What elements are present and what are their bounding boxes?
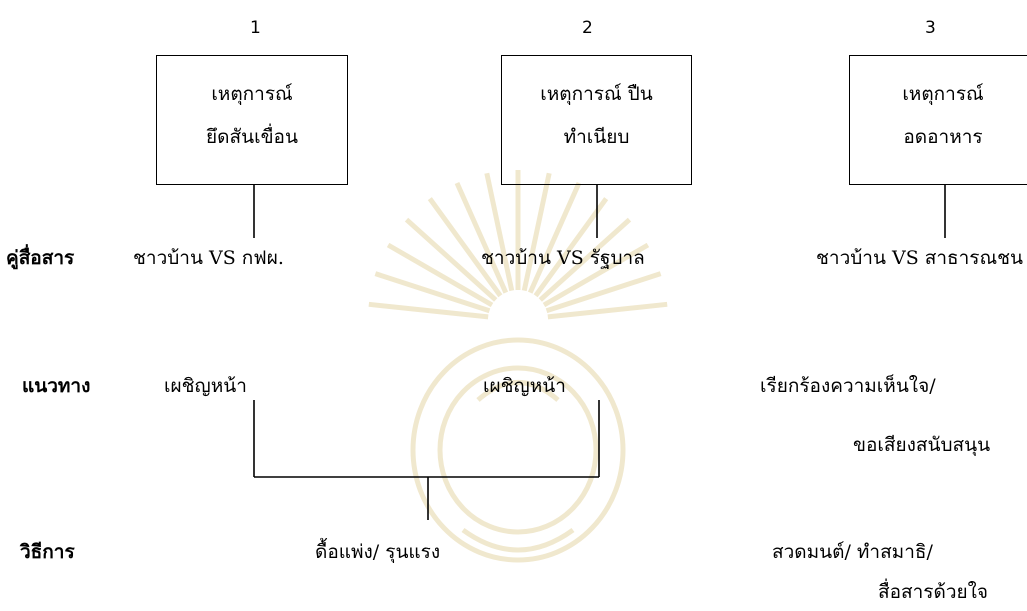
event-box-2: เหตุการณ์ ปืน ทำเนียบ [501,55,692,185]
communicators-value-3: ชาวบ้าน VS สาธารณชน [816,247,1024,269]
approach-value-1: เผชิญหน้า [164,375,247,397]
event-box-1: เหตุการณ์ ยึดสันเขื่อน [156,55,348,185]
watermark-rays [368,170,668,320]
method-value-1: ดื้อแพ่ง/ รุนแรง [315,541,441,563]
row-label-method: วิธีการ [20,541,75,563]
communicators-value-1: ชาวบ้าน VS กฟผ. [133,247,284,269]
approach-value-2: เผชิญหน้า [483,375,566,397]
event-box-1-line1: เหตุการณ์ [211,83,293,105]
event-number-3: 3 [925,18,936,38]
event-box-2-line1: เหตุการณ์ ปืน [540,83,653,105]
communicators-value-2: ชาวบ้าน VS รัฐบาล [481,247,645,269]
method-value-2-line1: สวดมนต์/ ทำสมาธิ/ [772,541,933,563]
approach-value-3-line2: ขอเสียงสนับสนุน [853,434,991,456]
method-value-2-line2: สื่อสารด้วยใจ [878,581,989,603]
event-number-2: 2 [582,18,593,38]
event-box-3-line2: อดอาหาร [903,126,983,148]
event-box-3-line1: เหตุการณ์ [902,83,984,105]
event-box-2-line2: ทำเนียบ [563,126,630,148]
watermark-emblem [368,170,668,563]
approach-value-3-line1: เรียกร้องความเห็นใจ/ [760,375,936,397]
event-box-3: เหตุการณ์ อดอาหาร [849,55,1027,185]
event-number-1: 1 [250,18,261,38]
event-box-1-line2: ยึดสันเขื่อน [206,126,298,148]
row-label-approach: แนวทาง [22,375,91,397]
row-label-communicators: คู่สื่อสาร [6,247,75,269]
